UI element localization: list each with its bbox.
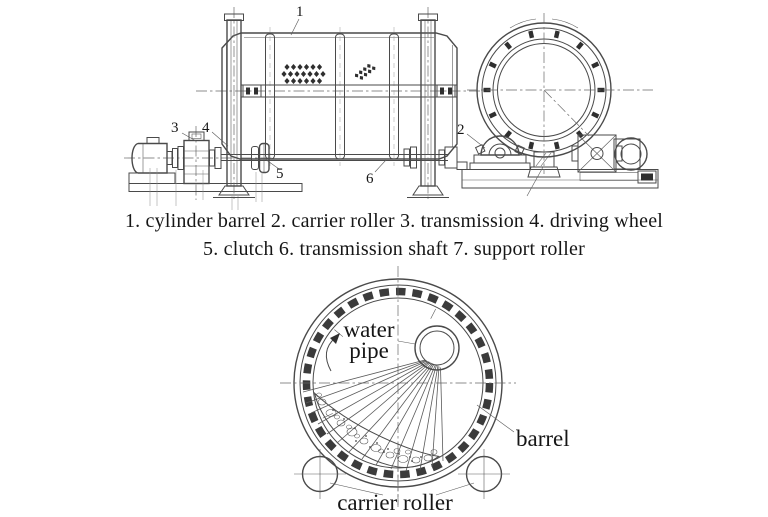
end-view-drawing [456, 13, 659, 197]
side-view-drawing [124, 7, 480, 210]
motor [131, 137, 184, 174]
end-view-leaders [466, 133, 544, 197]
caption-line-2: 5. clutch 6. transmission shaft 7. suppo… [203, 238, 585, 260]
water-spray-lines [302, 359, 444, 472]
side-view-leaders [181, 18, 387, 173]
caption-line-1: 1. cylinder barrel 2. carrier roller 3. … [124, 210, 664, 232]
carrier-roller-right [458, 449, 510, 499]
water-pipe [397, 325, 460, 371]
callout-3-transmission: 3 [171, 120, 179, 136]
perforation-pattern [281, 62, 377, 84]
cylinder-barrel [221, 32, 458, 160]
water-pipe-label: water pipe [343, 317, 395, 363]
callout-6-transmission-shaft: 6 [366, 171, 374, 187]
callout-1-cylinder-barrel: 1 [296, 4, 304, 20]
drive-base [128, 168, 303, 210]
pile-dots [332, 409, 422, 462]
driving-wheel-ring-right [407, 7, 449, 201]
end-view-drive-unit [571, 134, 657, 184]
end-view-base [456, 161, 659, 189]
carrier-roller-label: carrier roller [337, 490, 453, 515]
flange-lugs [483, 30, 605, 150]
callout-2-carrier-roller: 2 [457, 122, 465, 138]
material-pile [313, 391, 440, 468]
clutch [251, 142, 270, 174]
cross-section-drawing [280, 266, 516, 507]
driving-wheel-ring-left [213, 7, 255, 201]
carrier-roller-left [294, 449, 346, 499]
rotation-arrow [325, 333, 340, 372]
cross-section-leaders [329, 404, 515, 496]
callout-5-clutch: 5 [276, 166, 284, 182]
carrier-roller-bearing [473, 135, 527, 164]
barrel-label: barrel [516, 426, 570, 451]
callout-4-driving-wheel: 4 [202, 120, 210, 136]
